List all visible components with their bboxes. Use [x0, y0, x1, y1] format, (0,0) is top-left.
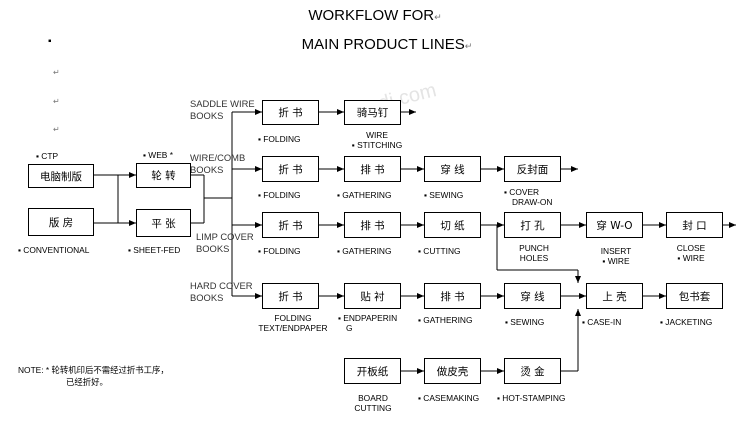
title-line-1: WORKFLOW FOR↵: [308, 7, 442, 24]
box-folding-wire: 折 书: [262, 156, 319, 182]
label-folding: ▪ FOLDING: [258, 134, 301, 144]
box-case-in: 上 壳: [586, 283, 643, 309]
label-sewing: ▪ SEWING: [424, 190, 464, 200]
box-ctp: 电脑制版: [28, 164, 94, 188]
label-gathering: ▪ GATHERING: [337, 246, 392, 256]
label-folding: ▪ FOLDING: [258, 246, 301, 256]
label-gathering: ▪ GATHERING: [337, 190, 392, 200]
label-cutting: ▪ CUTTING: [418, 246, 461, 256]
label-casemaking: ▪ CASEMAKING: [418, 393, 480, 403]
label-close-wire: CLOSE▪ WIRE: [676, 243, 706, 263]
label-folding: ▪ FOLDING: [258, 190, 301, 200]
box-board-cutting: 开板纸: [344, 358, 401, 384]
box-folding-saddle: 折 书: [262, 100, 319, 125]
paragraph-mark: ↵: [53, 97, 60, 106]
box-close-wire: 封 口: [666, 212, 723, 238]
box-insert-wire: 穿 W-O: [586, 212, 643, 238]
box-folding-hard: 折 书: [262, 283, 319, 309]
label-web: ▪ WEB *: [143, 150, 173, 160]
title-line-2: MAIN PRODUCT LINES↵: [301, 36, 473, 53]
paragraph-mark: ↵: [53, 125, 60, 134]
box-endpapering: 贴 衬: [344, 283, 401, 309]
box-punch-holes: 打 孔: [504, 212, 561, 238]
box-cover-draw-on: 反封面: [504, 156, 561, 182]
bullet: ▪: [48, 36, 52, 47]
label-gathering: ▪ GATHERING: [418, 315, 473, 325]
label-jacketing: ▪ JACKETING: [660, 317, 713, 327]
footnote: NOTE: * 轮转机印后不需经过折书工序， 已经折好。: [18, 365, 169, 387]
label-sewing: ▪ SEWING: [505, 317, 545, 327]
box-sheet-fed: 平 张: [136, 209, 191, 237]
box-casemaking: 做皮壳: [424, 358, 481, 384]
box-sewing-wire: 穿 线: [424, 156, 481, 182]
label-wire-stitching: WIRE▪ STITCHING: [351, 130, 403, 150]
label-hot-stamping: ▪ HOT-STAMPING: [497, 393, 566, 403]
paragraph-mark: ↵: [53, 68, 60, 77]
label-case-in: ▪ CASE-IN: [582, 317, 622, 327]
box-sewing-hard: 穿 线: [504, 283, 561, 309]
box-wire-stitching: 骑马钉: [344, 100, 401, 125]
label-insert-wire: INSERT▪ WIRE: [600, 246, 632, 266]
box-gathering-limp: 排 书: [344, 212, 401, 238]
box-hot-stamping: 烫 金: [504, 358, 561, 384]
box-folding-limp: 折 书: [262, 212, 319, 238]
box-cutting: 切 纸: [424, 212, 481, 238]
box-conventional: 版 房: [28, 208, 94, 236]
label-sheet-fed: ▪ SHEET-FED: [128, 245, 181, 255]
box-gathering-wire: 排 书: [344, 156, 401, 182]
label-conventional: ▪ CONVENTIONAL: [18, 245, 90, 255]
box-web: 轮 转: [136, 163, 191, 188]
box-gathering-hard: 排 书: [424, 283, 481, 309]
label-ctp: ▪ CTP: [36, 151, 59, 161]
box-jacketing: 包书套: [666, 283, 723, 309]
